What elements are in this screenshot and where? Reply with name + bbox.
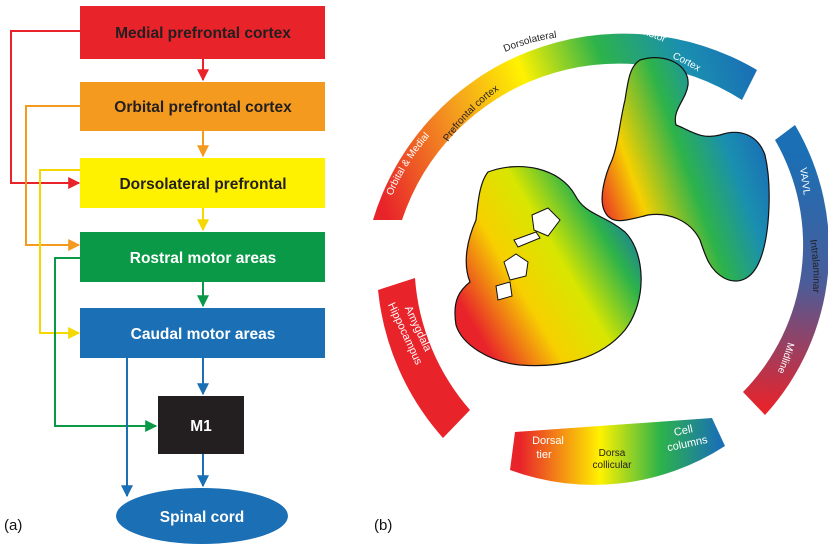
pallidum-shape <box>601 57 770 282</box>
label-m1: M1 <box>190 418 212 435</box>
arc-midbrain <box>510 418 725 485</box>
arc-cortex <box>373 33 757 220</box>
label-intralaminar: Intralaminar <box>807 239 821 294</box>
label-collicular: collicular <box>593 460 633 471</box>
striatum-hole-4 <box>495 281 513 301</box>
label-medial-prefrontal: Medial prefrontal cortex <box>115 25 291 42</box>
label-tier: tier <box>536 449 552 461</box>
arc-thalamus <box>743 125 828 415</box>
label-dorsolateral-prefrontal: Dorsolateral prefrontal <box>119 176 286 193</box>
label-dorsa: Dorsa <box>599 448 626 459</box>
box-caudal-motor: Caudal motor areas <box>80 308 325 358</box>
box-dorsolateral-prefrontal: Dorsolateral prefrontal <box>80 158 325 208</box>
arrow-dorsolateral-to-caudal <box>39 169 81 339</box>
ellipse-spinal-cord: Spinal cord <box>116 488 288 544</box>
arrow-rostral-to-m1 <box>54 257 158 432</box>
label-orbital-prefrontal: Orbital prefrontal cortex <box>114 99 292 116</box>
arc-amygdala-hippocampus <box>378 278 470 438</box>
box-rostral-motor: Rostral motor areas <box>80 232 325 282</box>
arrow-orbital-to-rostral <box>25 105 81 251</box>
panel-b: Orbital & Medial Prefrontal cortex Dorso… <box>373 22 828 534</box>
label-caudal-motor: Caudal motor areas <box>131 326 276 343</box>
label-dorsal: Dorsal <box>532 435 564 447</box>
arrow-medial-to-dorsolateral <box>10 30 81 189</box>
box-orbital-prefrontal: Orbital prefrontal cortex <box>80 82 325 131</box>
panel-a: Medial prefrontal cortex Orbital prefron… <box>4 6 325 544</box>
label-rostral-motor: Rostral motor areas <box>130 250 276 267</box>
striatum-hole-1 <box>531 207 561 237</box>
label-spinal-cord: Spinal cord <box>160 509 244 526</box>
label-va-vl: VA/VL <box>797 167 812 196</box>
label-cell: Cell <box>673 423 694 439</box>
striatum-shape <box>454 166 642 367</box>
striatum-hole-3 <box>503 253 529 281</box>
flow-connectors <box>10 30 209 498</box>
box-m1: M1 <box>158 396 244 454</box>
panel-b-label: (b) <box>374 517 392 534</box>
striatum-hole-2 <box>513 231 541 248</box>
box-medial-prefrontal: Medial prefrontal cortex <box>80 6 325 59</box>
panel-a-label: (a) <box>4 517 22 534</box>
